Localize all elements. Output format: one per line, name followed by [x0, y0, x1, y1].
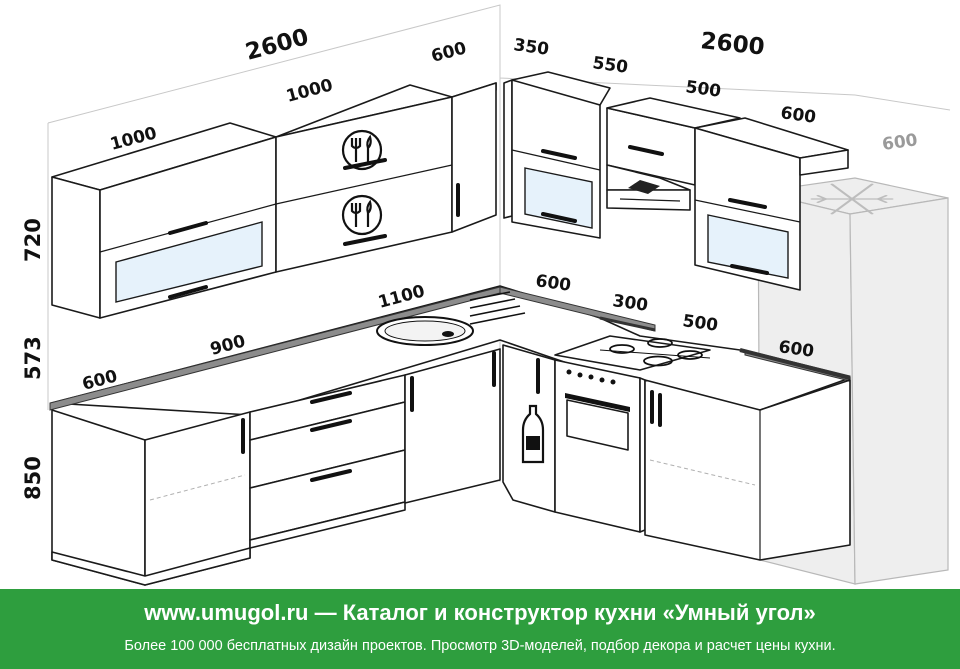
dim-right-upper-2: 550	[591, 53, 629, 78]
cabinet-handle[interactable]	[541, 149, 577, 160]
dim-left-wall: 2600	[243, 24, 312, 66]
dim-right-upper-4: 600	[779, 103, 817, 128]
cabinet-handle[interactable]	[730, 264, 769, 275]
dim-right-upper-corner: 350	[512, 35, 550, 60]
banner-subtitle: Более 100 000 бесплатных дизайн проектов…	[124, 638, 836, 654]
dim-backsplash-height: 573	[21, 336, 45, 380]
stove	[554, 335, 711, 533]
dim-counter-right-depth: 600	[777, 337, 815, 362]
dim-left-upper-corner: 600	[429, 38, 469, 67]
dim-fridge-depth: 600	[881, 130, 919, 155]
cabinet-handle[interactable]	[168, 221, 208, 235]
dim-left-upper-2: 1000	[284, 75, 335, 107]
dim-counter-corner: 600	[534, 271, 572, 296]
kitchen-diagram: 2600 2600 1000 1000 600 350 550 500 600 …	[21, 4, 951, 586]
right-upper-cabinets	[503, 71, 849, 291]
dim-base-height: 850	[21, 456, 45, 500]
drawer-handle[interactable]	[310, 469, 352, 482]
dim-upper-height: 720	[21, 218, 45, 262]
dim-counter-right-1: 300	[611, 291, 649, 316]
cabinet-handle[interactable]	[728, 198, 767, 209]
left-upper-cabinets	[51, 82, 497, 319]
drawer-handle[interactable]	[310, 419, 352, 432]
banner-title[interactable]: www.umugol.ru — Каталог и конструктор ку…	[144, 600, 816, 625]
right-base-cabinets	[502, 335, 851, 561]
drawer-handle[interactable]	[310, 391, 352, 404]
cabinet-handle[interactable]	[628, 145, 664, 156]
range-hood-icon	[606, 164, 691, 211]
dim-right-wall: 2600	[699, 28, 765, 61]
left-base-cabinets	[51, 348, 501, 586]
oven-icon	[565, 369, 630, 451]
plate-cutlery-icon	[341, 129, 383, 171]
cabinet-handle[interactable]	[343, 234, 387, 246]
plate-cutlery-icon	[341, 194, 383, 236]
dim-counter-right-2: 500	[681, 311, 719, 336]
promo-banner: www.umugol.ru — Каталог и конструктор ку…	[0, 589, 960, 669]
bottle-icon	[521, 404, 545, 464]
dimension-labels: 2600 2600 1000 1000 600 350 550 500 600 …	[21, 24, 919, 500]
cabinet-handle[interactable]	[541, 212, 577, 223]
dim-right-upper-3: 500	[684, 77, 722, 102]
sink-icon	[376, 291, 526, 346]
gas-hob-icon	[599, 338, 711, 367]
cabinet-handle[interactable]	[168, 285, 208, 299]
snowflake-icon	[810, 183, 894, 215]
